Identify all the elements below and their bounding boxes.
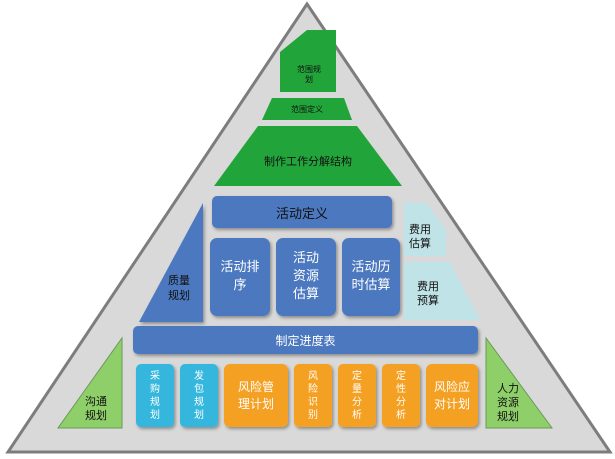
risk-response-planning-label: 风险应 对计划 xyxy=(433,379,470,411)
risk-response-planning-shape xyxy=(426,364,478,427)
scope-planning-shape xyxy=(280,30,336,92)
activity-definition-shape xyxy=(212,196,392,228)
quality-planning-label: 质量 规划 xyxy=(168,274,190,302)
risk-management-planning-label: 风险管 理计划 xyxy=(237,379,274,411)
cost-budgeting-label: 费用 预算 xyxy=(417,280,439,307)
cost-budgeting-shape xyxy=(404,262,480,320)
activity-resource-estimating-label: 活动 资源 估算 xyxy=(292,251,319,302)
scope-planning-label: 范围规 划 xyxy=(297,65,321,84)
qualitative-analysis-shape xyxy=(382,364,420,427)
contracting-planning-label: 发 包 规 划 xyxy=(194,370,204,421)
quantitative-analysis-shape xyxy=(338,364,376,427)
procurement-planning-shape xyxy=(136,364,174,427)
quantitative-analysis-label: 定 量 分 析 xyxy=(352,370,362,421)
schedule-development-shape xyxy=(133,326,478,354)
wbs-shape xyxy=(214,126,402,186)
activity-resource-estimating-shape xyxy=(276,238,336,316)
activity-sequencing-label: 活动排 序 xyxy=(220,260,260,293)
contracting-planning-shape xyxy=(180,364,218,427)
qualitative-analysis-label: 定 性 分 析 xyxy=(396,370,406,421)
activity-duration-estimating-label: 活动历 时估算 xyxy=(351,260,391,293)
scope-definition-label: 范围定义 xyxy=(291,104,323,114)
hr-planning-label: 人力 资源 规划 xyxy=(497,382,519,423)
risk-management-planning-shape xyxy=(224,364,288,427)
risk-identification-label: 风 险 识 别 xyxy=(308,370,318,421)
activity-sequencing-shape xyxy=(210,238,270,316)
risk-identification-shape xyxy=(294,364,332,427)
communication-planning-label: 沟通 规划 xyxy=(85,395,107,422)
cost-estimating-label: 费用 估算 xyxy=(409,223,431,250)
hr-planning-shape xyxy=(485,336,553,429)
activity-duration-estimating-shape xyxy=(342,238,400,316)
wbs-label: 制作工作分解结构 xyxy=(264,155,352,168)
procurement-planning-label: 采 购 规 划 xyxy=(150,370,160,421)
scope-definition-shape xyxy=(262,98,352,120)
cost-estimating-shape xyxy=(404,203,446,256)
schedule-development-label: 制定进度表 xyxy=(275,333,336,348)
communication-planning-shape xyxy=(57,336,123,429)
activity-definition-label: 活动定义 xyxy=(275,206,328,222)
quality-planning-shape xyxy=(139,203,203,322)
